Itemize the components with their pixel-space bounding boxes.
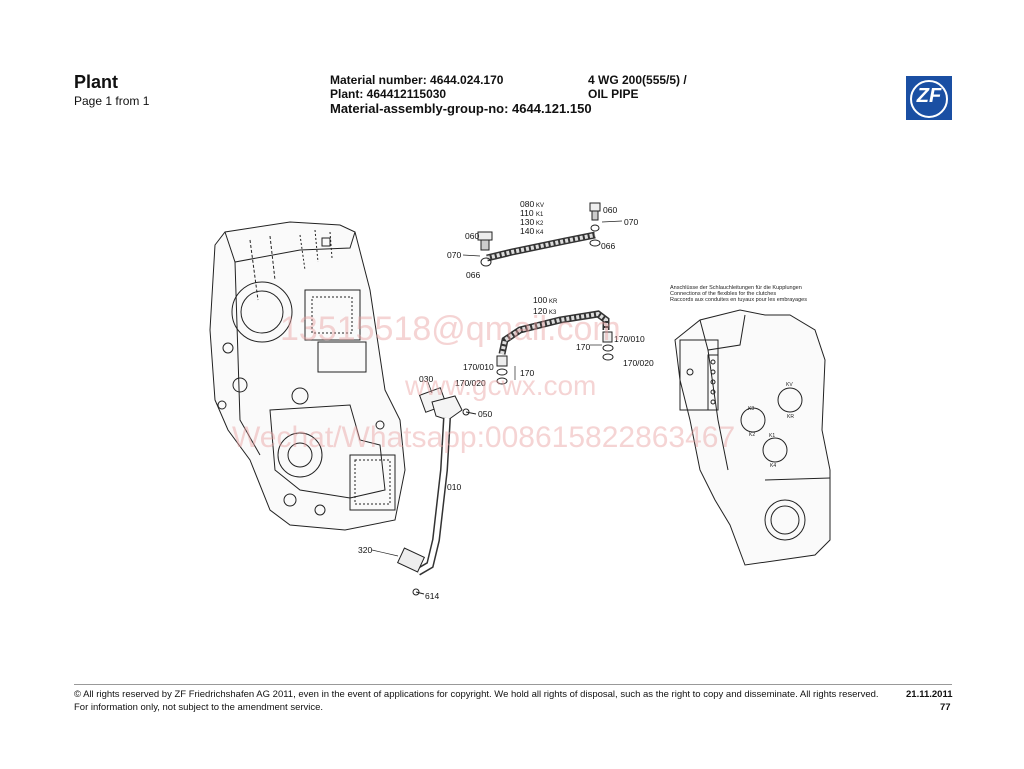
oil-pipe-lower	[396, 387, 477, 596]
print-date: 21.11.2011	[906, 689, 953, 700]
callout-080-suffix: KV	[536, 203, 544, 209]
page-number: 77	[940, 702, 951, 713]
callout-130: 130	[520, 217, 534, 227]
amendment-note: For information only, not subject to the…	[74, 702, 324, 713]
callout-070-left: 070	[447, 250, 461, 260]
zf-logo: ZF	[906, 76, 952, 120]
callout-170-010-right: 170/010	[614, 334, 645, 344]
callout-066-right: 066	[601, 241, 615, 251]
page-indicator: Page 1 from 1	[74, 94, 150, 108]
callout-120: 120	[533, 306, 547, 316]
clutch-hose-assembly-middle	[496, 310, 614, 385]
callout-140: 140	[520, 226, 534, 236]
port-label-kv: KV	[786, 382, 793, 388]
port-labels: KV KR K3 K2 K1 K4	[748, 382, 794, 469]
port-label-k2: K2	[749, 432, 755, 438]
port-label-kr: KR	[787, 414, 794, 420]
callout-010: 010	[447, 482, 461, 492]
port-label-k1: K1	[769, 433, 775, 439]
callout-170-020-left: 170/020	[455, 378, 486, 388]
callout-100-suffix: KR	[549, 299, 558, 305]
part-description: OIL PIPE	[588, 87, 639, 101]
callout-110: 110	[520, 208, 534, 218]
callout-080: 080	[520, 199, 534, 209]
clutch-hose-assembly-upper	[477, 202, 601, 267]
leader-lines	[371, 220, 623, 557]
exploded-parts-diagram: KV KR K3 K2 K1 K4 Anschlüsse der Schlauc…	[209, 199, 831, 601]
callout-320: 320	[358, 545, 372, 555]
callout-050: 050	[478, 409, 492, 419]
callout-170-left: 170	[520, 368, 534, 378]
callout-060-right: 060	[603, 205, 617, 215]
callout-130-suffix: K2	[536, 221, 544, 227]
callout-066-left: 066	[466, 270, 480, 280]
watermark-website: www.gcwx.com	[404, 370, 596, 401]
watermarks: 13515518@qmail.com www.gcwx.com Wechat/W…	[232, 310, 735, 454]
note-line-2: Connections of the flexibles for the clu…	[670, 291, 776, 297]
connection-note: Anschlüsse der Schlauchleitungen für die…	[670, 285, 807, 303]
note-line-3: Raccords aux conduites en tuyaux pour le…	[670, 297, 807, 303]
callout-170-020-right: 170/020	[623, 358, 654, 368]
copyright-notice: © All rights reserved by ZF Friedrichsha…	[74, 689, 879, 700]
port-label-k4: K4	[770, 463, 776, 469]
callout-614: 614	[425, 591, 439, 601]
callout-170-010-left: 170/010	[463, 362, 494, 372]
watermark-email: 13515518@qmail.com	[280, 310, 621, 348]
footer-divider	[74, 684, 952, 685]
callout-140-suffix: K4	[536, 230, 544, 236]
plant-number: Plant: 464412115030	[330, 87, 447, 101]
callout-060-left: 060	[465, 231, 479, 241]
clutch-housing-drawing	[674, 309, 831, 566]
page-title: Plant	[74, 72, 119, 92]
zf-logo-text: ZF	[916, 85, 942, 107]
callout-120-suffix: K3	[549, 310, 557, 316]
part-callouts: 080 KV 110 K1 130 K2 140 K4 060 070 066 …	[358, 199, 654, 601]
port-label-k3: K3	[748, 406, 754, 412]
callout-070-right: 070	[624, 217, 638, 227]
watermark-contact: Wechat/Whatsapp:008615822863467	[232, 421, 735, 454]
assembly-group-number: Material-assembly-group-no: 4644.121.150	[330, 101, 592, 116]
callout-170-right: 170	[576, 342, 590, 352]
transmission-housing-drawing	[209, 221, 406, 531]
model-designation: 4 WG 200(555/5) /	[588, 73, 687, 87]
callout-100: 100	[533, 295, 547, 305]
callout-110-suffix: K1	[536, 212, 544, 218]
material-number: Material number: 4644.024.170	[330, 73, 504, 87]
note-line-1: Anschlüsse der Schlauchleitungen für die…	[670, 285, 802, 291]
callout-030: 030	[419, 374, 433, 384]
